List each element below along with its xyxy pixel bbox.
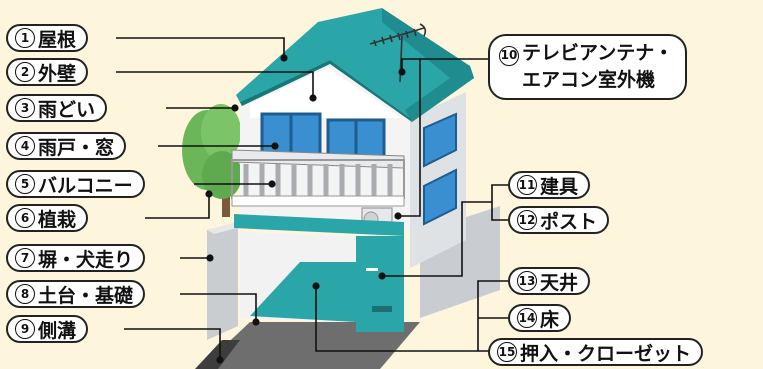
label-exterior-wall: 2 外壁: [6, 58, 89, 86]
label-fence-walkway: 7 塀・犬走り: [6, 244, 146, 272]
label-text: 外壁: [38, 62, 77, 85]
label-number: 6: [15, 208, 35, 228]
balcony: [231, 149, 405, 207]
label-side-ditch: 9 側溝: [6, 315, 89, 343]
label-ceiling: 13 天井: [508, 267, 591, 295]
label-number: 13: [517, 271, 537, 291]
label-text: 雨どい: [38, 98, 96, 121]
label-closet: 15 押入・クローゼット: [488, 338, 704, 366]
label-number: 14: [517, 308, 537, 328]
label-number: 15: [497, 342, 517, 362]
canopy: [234, 214, 404, 236]
label-fittings: 11 建具: [508, 171, 591, 199]
label-mailbox: 12 ポスト: [508, 206, 610, 234]
gutter-ditch: [195, 340, 240, 369]
garage-floor: [250, 262, 356, 322]
label-text: 塀・犬走り: [38, 248, 134, 271]
label-number: 5: [15, 174, 35, 194]
label-text: ポスト: [540, 210, 598, 233]
label-number: 9: [15, 319, 35, 339]
label-number: 12: [517, 210, 537, 230]
label-shutters-windows: 4 雨戸・窓: [6, 132, 127, 160]
label-text: 建具: [540, 175, 579, 198]
label-rain-gutter: 3 雨どい: [6, 94, 108, 122]
label-text: 雨戸・窓: [38, 136, 115, 159]
label-text: テレビアンテナ・: [522, 42, 674, 64]
label-number: 11: [517, 175, 537, 195]
front-door: [356, 236, 404, 332]
label-number: 4: [15, 136, 35, 156]
roof: [236, 8, 474, 122]
label-number: 7: [15, 248, 35, 268]
label-text: 植栽: [38, 208, 77, 231]
label-text: 土台・基礎: [38, 284, 134, 307]
label-text: 床: [540, 308, 560, 331]
label-number: 2: [15, 62, 35, 82]
label-text: バルコニー: [38, 174, 133, 197]
label-planting: 6 植栽: [6, 204, 89, 232]
label-floor: 14 床: [508, 304, 572, 332]
label-number: 1: [15, 28, 35, 48]
road: [200, 322, 420, 369]
label-text-line2: エアコン室外機: [522, 69, 656, 91]
label-number: 8: [15, 284, 35, 304]
label-text: 屋根: [38, 28, 77, 51]
label-text: 天井: [540, 271, 579, 294]
label-number: 10: [499, 45, 519, 66]
fence: [207, 222, 245, 340]
label-number: 3: [15, 98, 35, 118]
label-roof: 1 屋根: [6, 24, 89, 52]
label-text: 側溝: [38, 319, 77, 342]
label-foundation: 8 土台・基礎: [6, 280, 146, 308]
label-balcony: 5 バルコニー: [6, 170, 145, 198]
label-text: 押入・クローゼット: [520, 342, 692, 365]
